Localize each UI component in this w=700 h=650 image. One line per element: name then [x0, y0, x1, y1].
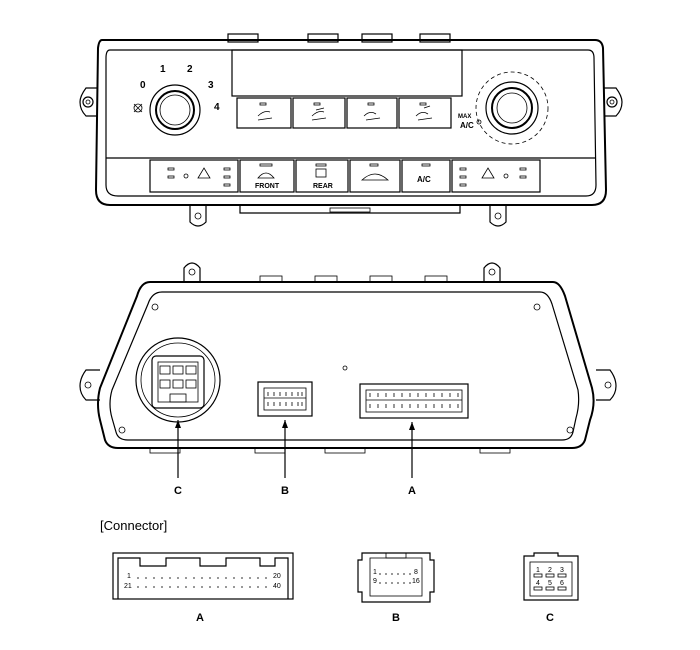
connector-a-pin-40: 40: [273, 583, 281, 590]
mode-floor-button[interactable]: [346, 97, 398, 129]
mode-face-button[interactable]: [236, 97, 292, 129]
bottom-left-ear: [189, 205, 207, 227]
lower-buttons-row: [149, 159, 541, 193]
front-button-label: FRONT: [255, 183, 280, 190]
fan-speed-knob[interactable]: [149, 84, 201, 136]
connector-a-pin-20: 20: [273, 573, 281, 580]
left-mount-ear: [79, 87, 98, 117]
fan-icon: [133, 103, 143, 113]
front-defrost-button[interactable]: [239, 159, 295, 193]
fan-speed-2: 2: [187, 64, 193, 75]
connector-c-pin-3: 3: [560, 567, 564, 574]
connector-c-label: C: [546, 612, 554, 624]
max-label: MAX: [458, 114, 471, 120]
recirculation-button[interactable]: [349, 159, 401, 193]
connector-section-title: [Connector]: [100, 518, 167, 533]
rear-housing: [79, 262, 617, 454]
callout-b: B: [281, 485, 289, 497]
mode-defrost-floor-button[interactable]: [398, 97, 452, 129]
connector-c-face: [523, 552, 579, 601]
rear-button-label: REAR: [313, 183, 333, 190]
rear-defrost-button[interactable]: [295, 159, 349, 193]
callout-leaders: [175, 420, 415, 478]
housing-connector-b: [257, 381, 313, 417]
connector-b-label: B: [392, 612, 400, 624]
fan-speed-1: 1: [160, 64, 166, 75]
connector-a-face: [112, 552, 294, 600]
ac-button[interactable]: [401, 159, 451, 193]
connector-a-label: A: [196, 612, 204, 624]
bottom-right-ear: [489, 205, 507, 227]
connector-c-pin-4: 4: [536, 580, 540, 587]
connector-c-pin-6: 6: [560, 580, 564, 587]
fan-speed-0: 0: [140, 80, 146, 91]
connector-b-pin-9: 9: [373, 578, 377, 585]
ac-button-label: A/C: [417, 175, 431, 184]
max-ac-label: A/C: [460, 121, 474, 130]
connector-b-face: [357, 552, 435, 603]
callout-a: A: [408, 485, 416, 497]
housing-connector-c: [135, 337, 221, 423]
fan-speed-4: 4: [214, 102, 220, 113]
connector-b-pin-1: 1: [373, 569, 377, 576]
mode-bilevel-button[interactable]: [292, 97, 346, 129]
connector-b-pin-16: 16: [412, 578, 420, 585]
connector-c-pin-5: 5: [548, 580, 552, 587]
callout-c: C: [174, 485, 182, 497]
connector-c-pin-1: 1: [536, 567, 540, 574]
driver-seat-heater-button[interactable]: [149, 159, 239, 193]
connector-a-pin-21: 21: [124, 583, 132, 590]
fan-speed-3: 3: [208, 80, 214, 91]
connector-b-pin-8: 8: [414, 569, 418, 576]
connector-c-pin-2: 2: [548, 567, 552, 574]
temperature-knob[interactable]: [475, 71, 549, 145]
front-control-panel: 0 1 2 3 4 MAX A/C: [79, 33, 623, 227]
passenger-seat-heater-button[interactable]: [451, 159, 541, 193]
right-mount-ear: [604, 87, 623, 117]
mode-buttons-row: [236, 97, 452, 129]
housing-connector-a: [359, 383, 469, 419]
connector-a-pin-1: 1: [127, 573, 131, 580]
